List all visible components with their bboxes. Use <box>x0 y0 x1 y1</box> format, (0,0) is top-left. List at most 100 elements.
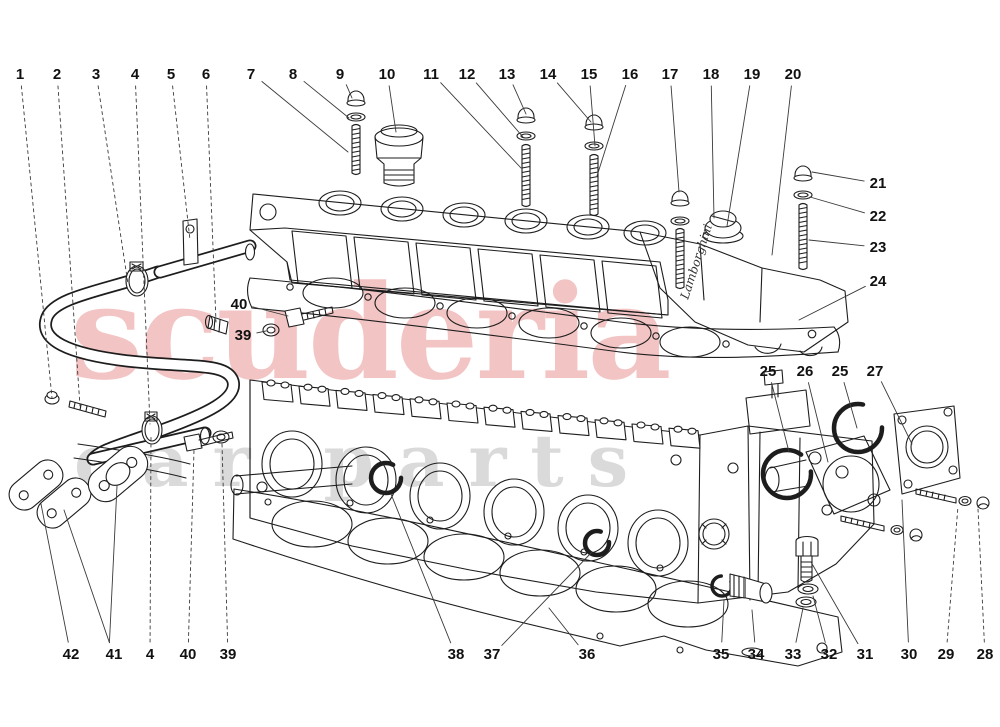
callout-number-2: 2 <box>53 66 61 83</box>
callout-number-8: 8 <box>289 66 297 83</box>
leader-line-29 <box>946 505 959 643</box>
coolant-pipe-assembly <box>39 218 257 479</box>
callout-number-36: 36 <box>579 646 596 663</box>
leader-line-41 <box>63 509 110 644</box>
leader-line-25 <box>771 382 790 453</box>
valve-cover: Lamborghini <box>249 190 849 357</box>
leader-line-30 <box>901 499 909 643</box>
callout-number-12: 12 <box>459 66 476 83</box>
leader-line-18 <box>710 85 715 219</box>
callout-number-40: 40 <box>180 646 197 663</box>
callout-number-4: 4 <box>146 646 155 663</box>
leader-line-40 <box>252 306 289 317</box>
callout-number-21: 21 <box>870 175 887 192</box>
callout-number-31: 31 <box>857 646 874 663</box>
callout-number-9: 9 <box>336 66 344 83</box>
banjo-bolt-and-washer <box>262 306 334 337</box>
stud-washer-nut-sets <box>346 90 813 290</box>
leader-line-10 <box>388 85 397 133</box>
leader-line-20 <box>771 85 792 256</box>
cam-cover-gasket <box>247 277 841 359</box>
end-cover-plate <box>893 405 961 495</box>
callout-number-19: 19 <box>744 66 761 83</box>
callout-number-25: 25 <box>760 363 777 380</box>
callout-number-34: 34 <box>748 646 765 663</box>
callout-number-1: 1 <box>16 66 24 83</box>
callout-number-25: 25 <box>832 363 849 380</box>
leader-line-40 <box>187 449 195 643</box>
callout-number-40: 40 <box>231 296 248 313</box>
leader-line-28 <box>977 508 985 643</box>
leader-line-3 <box>97 85 129 285</box>
leader-line-9 <box>345 84 353 99</box>
callout-number-13: 13 <box>499 66 516 83</box>
leader-line-39 <box>256 330 267 334</box>
leader-line-4 <box>135 85 151 425</box>
leader-line-27 <box>880 381 913 445</box>
leader-line-19 <box>726 85 751 227</box>
leader-line-31 <box>810 561 859 645</box>
leader-line-22 <box>809 196 865 214</box>
callout-number-5: 5 <box>167 66 175 83</box>
callout-number-7: 7 <box>247 66 255 83</box>
leader-line-24 <box>798 285 866 321</box>
callout-number-6: 6 <box>202 66 210 83</box>
head-gasket <box>232 488 843 667</box>
flange-gaskets <box>8 445 149 529</box>
leader-line-16 <box>596 84 627 177</box>
callout-number-42: 42 <box>63 646 80 663</box>
callout-number-32: 32 <box>821 646 838 663</box>
callout-number-30: 30 <box>901 646 918 663</box>
callout-number-39: 39 <box>235 327 252 344</box>
lamborghini-script: Lamborghini <box>677 222 715 302</box>
callout-number-26: 26 <box>797 363 814 380</box>
hex-bolt-and-washers <box>795 535 819 608</box>
callout-number-18: 18 <box>703 66 720 83</box>
callout-number-38: 38 <box>448 646 465 663</box>
callout-number-41: 41 <box>106 646 123 663</box>
leader-line-2 <box>57 85 81 407</box>
callout-number-17: 17 <box>662 66 679 83</box>
leader-line-33 <box>795 607 804 643</box>
callout-number-10: 10 <box>379 66 396 83</box>
leader-line-17 <box>670 85 680 193</box>
callout-number-29: 29 <box>938 646 955 663</box>
o-ring-37 <box>582 528 612 558</box>
leader-line-12 <box>475 82 524 138</box>
callout-number-24: 24 <box>870 273 887 290</box>
callout-number-15: 15 <box>581 66 598 83</box>
leader-line-13 <box>512 84 527 115</box>
leader-line-5 <box>172 85 191 241</box>
leader-line-7 <box>261 81 349 153</box>
leader-line-4 <box>149 435 152 643</box>
thermostat-housing-group <box>760 401 990 542</box>
cylinder-head <box>230 369 875 604</box>
callout-number-37: 37 <box>484 646 501 663</box>
leader-line-34 <box>751 609 756 643</box>
leader-line-15 <box>589 85 596 147</box>
o-ring-38 <box>368 460 404 496</box>
callout-number-4: 4 <box>131 66 140 83</box>
callout-number-22: 22 <box>870 208 887 225</box>
callout-number-20: 20 <box>785 66 802 83</box>
callout-number-28: 28 <box>977 646 994 663</box>
leader-line-11 <box>440 82 522 169</box>
leader-line-38 <box>390 493 452 644</box>
water-fitting <box>710 573 773 604</box>
leader-line-6 <box>206 85 217 323</box>
leader-line-32 <box>812 595 826 643</box>
callout-number-27: 27 <box>867 363 884 380</box>
leader-line-8 <box>303 80 350 119</box>
callout-number-39: 39 <box>220 646 237 663</box>
leader-line-25 <box>843 382 858 429</box>
leader-line-41 <box>108 485 118 644</box>
leader-line-26 <box>807 382 829 463</box>
leader-line-21 <box>811 171 865 182</box>
callout-number-35: 35 <box>713 646 730 663</box>
leader-line-23 <box>808 239 865 247</box>
leader-line-42 <box>40 503 69 643</box>
leader-line-14 <box>556 82 592 123</box>
